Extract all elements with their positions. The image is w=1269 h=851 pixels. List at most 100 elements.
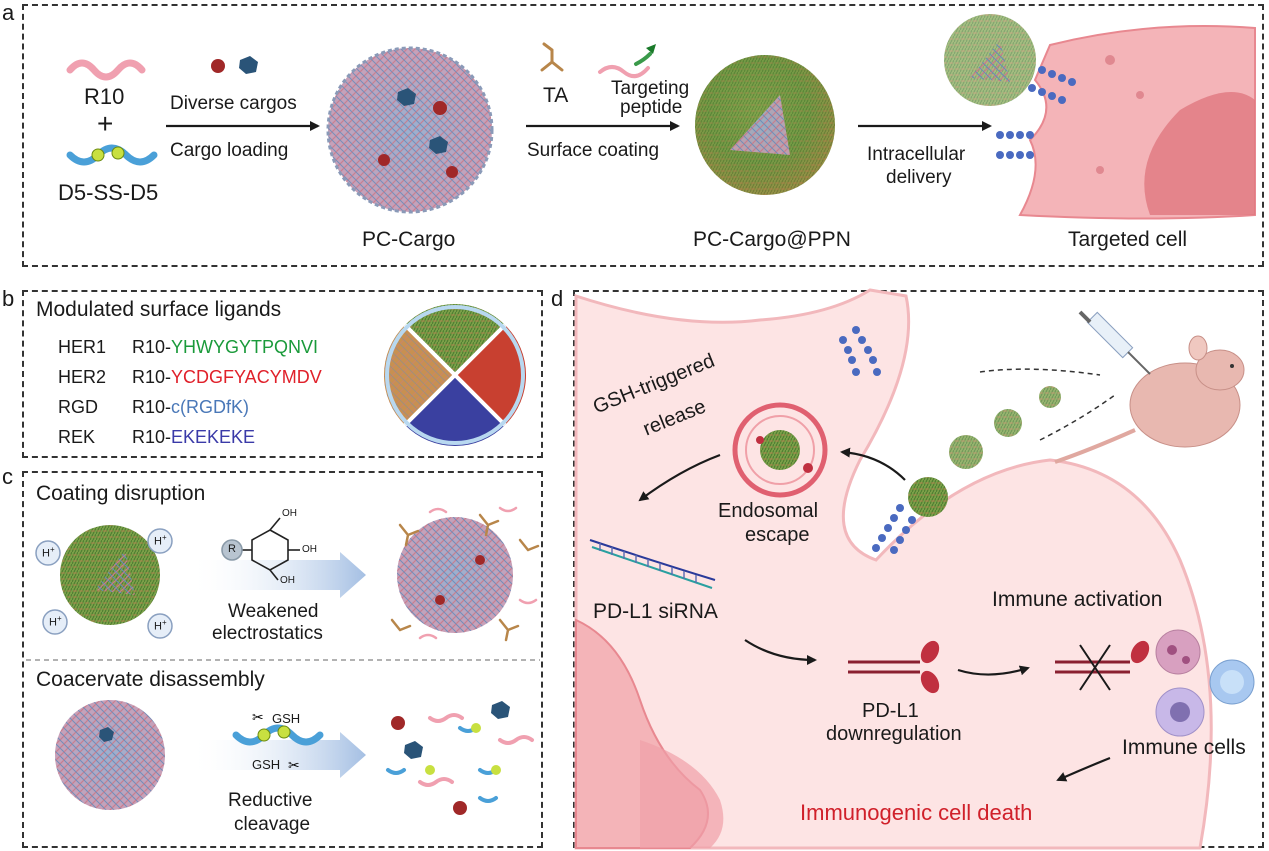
label-coating-disruption: Coating disruption [36,482,206,505]
coacervate-c2 [55,700,165,810]
label-pdl1-1: PD-L1 [862,700,919,722]
targeting-peptide-icon [598,44,656,79]
label-endosomal-2: escape [745,524,810,546]
label-intracellular-2: delivery [886,167,952,188]
ligand-sequence-rgd: c(RGDfK) [171,397,250,417]
label-icd: Immunogenic cell death [800,800,1033,825]
label-ta: TA [543,84,569,107]
sirna-icon [589,539,716,589]
pdl1-downregulated [848,640,940,694]
ligand-seq-her2: R10-YCDGFYACYMDV [132,367,322,388]
arrow-endosome-in [840,447,906,481]
panel-label-b: b [2,286,15,311]
ligand-sequence-her2: YCDGFYACYMDV [171,367,322,387]
ta-oh-2: OH [302,544,317,555]
label-pc-cargo-ppn: PC-Cargo@PPN [693,228,851,251]
ligand-seq-rek: R10-EKEKEKE [132,427,255,448]
proton-label-3: H+ [49,614,62,629]
label-targeting-2: peptide [620,97,683,118]
ligand-seq-rgd: R10-c(RGDfK) [132,397,249,418]
ta-oh-3: OH [280,575,295,586]
ligand-name-her1: HER1 [58,337,107,357]
label-plus: + [97,108,114,139]
pdl1-blocked [1055,640,1150,691]
label-diverse-cargos: Diverse cargos [170,93,297,114]
label-weakened-1: Weakened [228,601,319,622]
ligand-prefix-rek: R10- [132,427,172,447]
ligand-name-rek: REK [58,427,96,447]
pc-cargo-coacervate [326,46,494,214]
ligand-name-her2: HER2 [58,367,107,387]
r10-strand [66,59,146,81]
label-weakened-2: electrostatics [212,623,323,644]
label-immune-activation: Immune activation [992,588,1163,611]
cell-receptors [996,66,1076,159]
fade-arrow-c2 [188,732,366,778]
ta-r-label: R [228,543,236,555]
arrow-to-icd [1056,756,1111,782]
membrane-receptors-d [839,326,916,554]
ligands-title: Modulated surface ligands [36,298,282,321]
arrow-pdl1-to-activation [957,665,1030,676]
ta-icon [540,42,564,72]
ligand-sequence-rek: EKEKEKE [171,427,256,447]
proton-label-2: H+ [154,533,167,548]
label-d5ss: D5-SS-D5 [58,180,159,205]
d5-ss-d5-strand [66,144,158,166]
label-immune-cells: Immune cells [1122,736,1246,759]
panel-label-c: c [2,464,13,489]
label-r10: R10 [84,84,125,109]
injected-particles [908,386,1061,517]
label-sirna: PD-L1 siRNA [593,600,718,623]
panel-label-d: d [551,286,564,311]
tannic-acid-structure [221,517,300,581]
released-fragments [386,701,534,815]
label-cargo-loading: Cargo loading [170,140,289,161]
pc-cargo-ppn-particle [695,55,835,195]
ligand-sequence-her1: YHWYGYTPQNVI [171,337,319,357]
arrow-gsh-release [638,453,721,502]
tumor-cell-d [574,288,1213,850]
panel-label-a: a [2,0,15,25]
gsh-label-2: GSH [252,757,281,772]
ligand-prefix-rgd: R10- [132,397,172,417]
label-coacervate-disassembly: Coacervate disassembly [36,668,265,691]
label-pdl1-2: downregulation [826,723,962,745]
ppn-particle-c [60,525,160,625]
proton-label-4: H+ [154,618,167,633]
label-targeted-cell: Targeted cell [1068,228,1188,251]
svg-text:✂: ✂ [288,758,300,774]
fade-arrow-c1 [188,552,366,598]
endosome [732,402,828,498]
particle-near-cell [944,14,1036,106]
released-ta-and-peptides [390,506,540,642]
label-intracellular-1: Intracellular [867,144,966,165]
disrupted-coacervate [397,517,513,633]
injection-path-upper [979,368,1101,376]
ligand-prefix-her1: R10- [132,337,172,357]
cargo-icons [211,56,258,74]
label-endosomal-1: Endosomal [718,500,819,522]
svg-text:✂: ✂ [252,710,264,726]
proton-badges [35,528,173,639]
label-targeting-1: Targeting [611,78,690,99]
arrow-sirna-to-pdl1 [744,639,817,665]
immune-cells-icon [1155,629,1255,737]
panel-a-frame [22,4,1264,267]
panel-b-frame [22,290,543,458]
label-reductive-1: Reductive [228,790,313,811]
panel-c-frame [22,471,543,848]
targeted-cell [1018,25,1256,220]
label-surface-coating: Surface coating [527,140,660,161]
syringe-icon [1078,310,1151,375]
d5-ss-d5-with-scissors: ✂ ✂ [232,710,324,774]
ligand-name-rgd: RGD [58,397,98,417]
label-pc-cargo: PC-Cargo [362,228,456,251]
gsh-label-1: GSH [272,711,301,726]
ligand-prefix-her2: R10- [132,367,172,387]
mouse-icon [1054,335,1245,464]
ta-oh-1: OH [282,508,297,519]
ligand-seq-her1: R10-YHWYGYTPQNVI [132,337,318,358]
ligand-quadrant-particle [383,303,527,447]
